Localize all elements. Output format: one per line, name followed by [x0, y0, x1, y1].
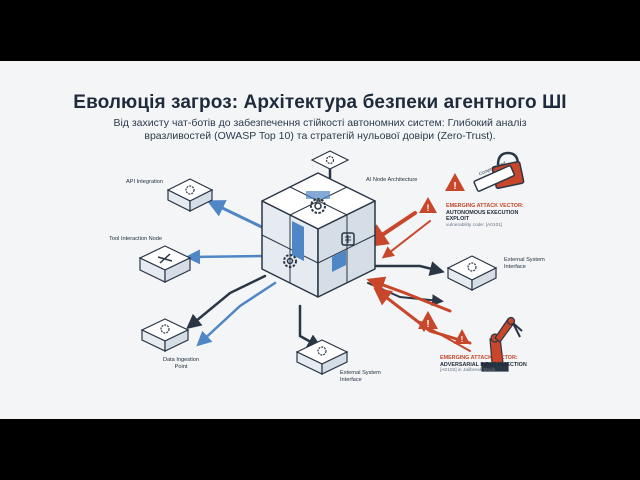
attack-arrow-1	[363, 211, 417, 248]
attack-1-note: vulnerability code: [A0101]	[446, 222, 503, 228]
label-tool-interaction: Tool Interaction Node	[109, 236, 162, 242]
label-external-bottom: External System Interface	[340, 370, 381, 383]
attack-arrow-2	[366, 276, 452, 313]
warning-icon: !	[419, 197, 437, 213]
attack-2-name: ADVERSARIAL INPUT INJECTION	[440, 361, 527, 368]
padlock-icon	[473, 151, 525, 192]
warning-icon: !	[454, 329, 470, 344]
attack-arrow-3	[373, 287, 472, 345]
arrow-to-data	[186, 274, 267, 330]
arrow-to-data-blue	[196, 281, 277, 347]
arrow-to-api	[206, 200, 272, 233]
architecture-diagram: ! ! ! !	[138, 150, 525, 375]
node-ai-architecture	[310, 150, 350, 170]
node-external-right	[446, 255, 498, 291]
svg-text:!: !	[453, 181, 456, 192]
node-api-integration	[166, 178, 214, 212]
attack-1-tag: EMERGING ATTACK VECTOR:	[446, 203, 524, 209]
svg-text:!: !	[427, 203, 430, 213]
gear-icon	[283, 254, 297, 268]
label-api-integration: API Integration	[125, 179, 163, 185]
gear-icon	[310, 198, 326, 214]
svg-text:!: !	[426, 319, 429, 330]
label-data-ingestion: Data Ingestion Point	[162, 357, 200, 370]
label-external-right: External System Interface	[504, 257, 545, 270]
page-subtitle: Від захисту чат-ботів до забезпечення ст…	[113, 117, 527, 142]
arrow-to-ext-right	[373, 261, 445, 276]
node-external-bottom	[295, 339, 349, 375]
brain-icon	[341, 232, 355, 246]
attack-annotation-1: EMERGING ATTACK VECTOR: AUTONOMOUS EXECU…	[446, 203, 532, 229]
tools-icon	[157, 253, 173, 264]
attack-2-tag: EMERGING ATTACK VECTOR:	[440, 355, 518, 361]
central-ai-cube	[261, 172, 376, 298]
node-tool-interaction	[138, 245, 192, 283]
arrow-to-tool	[185, 249, 264, 265]
page-title: Еволюція загроз: Архітектура безпеки аге…	[73, 92, 567, 113]
attack-arrow-1b	[381, 220, 431, 259]
robot-arm-icon	[481, 316, 523, 372]
attack-annotation-2: EMERGING ATTACK VECTOR: ADVERSARIAL INPU…	[440, 355, 532, 375]
warning-icon: !	[445, 173, 465, 192]
warning-icon: !	[418, 311, 438, 330]
svg-text:!: !	[461, 335, 464, 344]
slide: ! ! ! ! Еволюція загроз:	[0, 61, 640, 419]
attack-2-note: [A0102] in Jailbreak Mode	[440, 368, 496, 374]
arrow-to-ext-bottom	[298, 304, 323, 349]
attack-1-name: AUTONOMOUS EXECUTION EXPLOIT	[446, 209, 519, 223]
node-data-ingestion	[140, 318, 190, 352]
label-ai-node-architecture: AI Node Architecture	[366, 177, 418, 183]
